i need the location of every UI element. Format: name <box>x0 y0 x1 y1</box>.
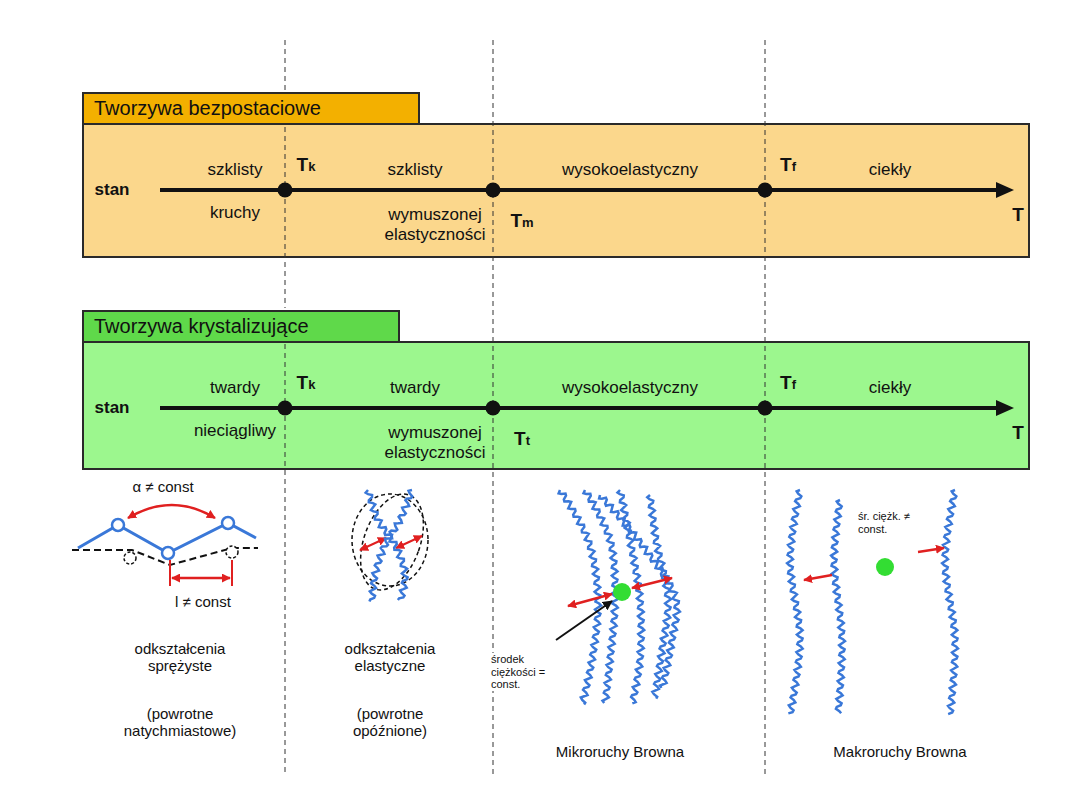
temperature-label: Tm <box>510 210 533 232</box>
state-label: ciekły <box>869 378 912 398</box>
polymer-chain <box>369 490 412 601</box>
state-heading: stan <box>95 398 130 418</box>
figure-label: śr. ciężk. ≠ const. <box>856 510 916 535</box>
panel-title: Tworzywa bezpostaciowe <box>94 97 321 120</box>
panel-title: Tworzywa krystalizujące <box>94 315 309 338</box>
state-label: wysokoelastyczny <box>562 378 698 398</box>
polymer-chain <box>647 495 671 699</box>
temperature-label: Tk <box>297 154 316 176</box>
state-label: twardy <box>390 378 440 398</box>
column-caption: Mikroruchy Browna <box>554 743 686 760</box>
axis-label: T <box>1012 204 1024 226</box>
state-label: wymuszonej elastyczności <box>375 423 495 462</box>
polymer-chain <box>599 495 680 688</box>
figure-label: środek ciężkości = const. <box>489 653 571 691</box>
state-label: ciekły <box>869 160 912 180</box>
state-label: nieciągliwy <box>194 421 276 441</box>
polymer-chain <box>831 500 845 713</box>
temperature-label: Tf <box>780 372 796 394</box>
state-heading: stan <box>95 180 130 200</box>
macro-motion-marks <box>804 548 944 580</box>
figure-label: l ≠ const <box>173 593 233 610</box>
state-panel: Tworzywa bezpostaciowe stan szklisty kruchy… <box>82 92 1030 258</box>
polymer-chain <box>942 490 958 714</box>
chain-segment-figure <box>72 505 258 586</box>
state-panel: Tworzywa krystalizujące stan twardy nieciąg… <box>82 310 1030 470</box>
figure-label: (powrotne opóźnione) <box>328 705 452 740</box>
state-label: wymuszonej elastyczności <box>375 205 495 244</box>
temperature-label: Tt <box>514 428 530 450</box>
state-label: wysokoelastyczny <box>562 160 698 180</box>
polymer-chain <box>787 490 803 713</box>
state-label: kruchy <box>210 203 260 223</box>
column-caption: Makroruchy Browna <box>831 743 968 760</box>
temperature-axis <box>160 182 1014 416</box>
temperature-label: Tf <box>780 154 796 176</box>
figure-label: odkształcenia sprężyste <box>113 640 247 675</box>
figure-label: odkształcenia elastyczne <box>323 640 457 675</box>
axis-label: T <box>1012 422 1024 444</box>
micro-motion-marks <box>556 578 672 640</box>
temperature-label: Tk <box>297 372 316 394</box>
state-label: szklisty <box>208 160 263 180</box>
figure-label: α ≠ const <box>130 478 195 495</box>
figure-label: (powrotne natychmiastowe) <box>108 705 252 740</box>
state-label: szklisty <box>388 160 443 180</box>
polymer-chain <box>366 490 958 714</box>
state-label: twardy <box>210 378 260 398</box>
panel-body <box>82 341 1030 470</box>
